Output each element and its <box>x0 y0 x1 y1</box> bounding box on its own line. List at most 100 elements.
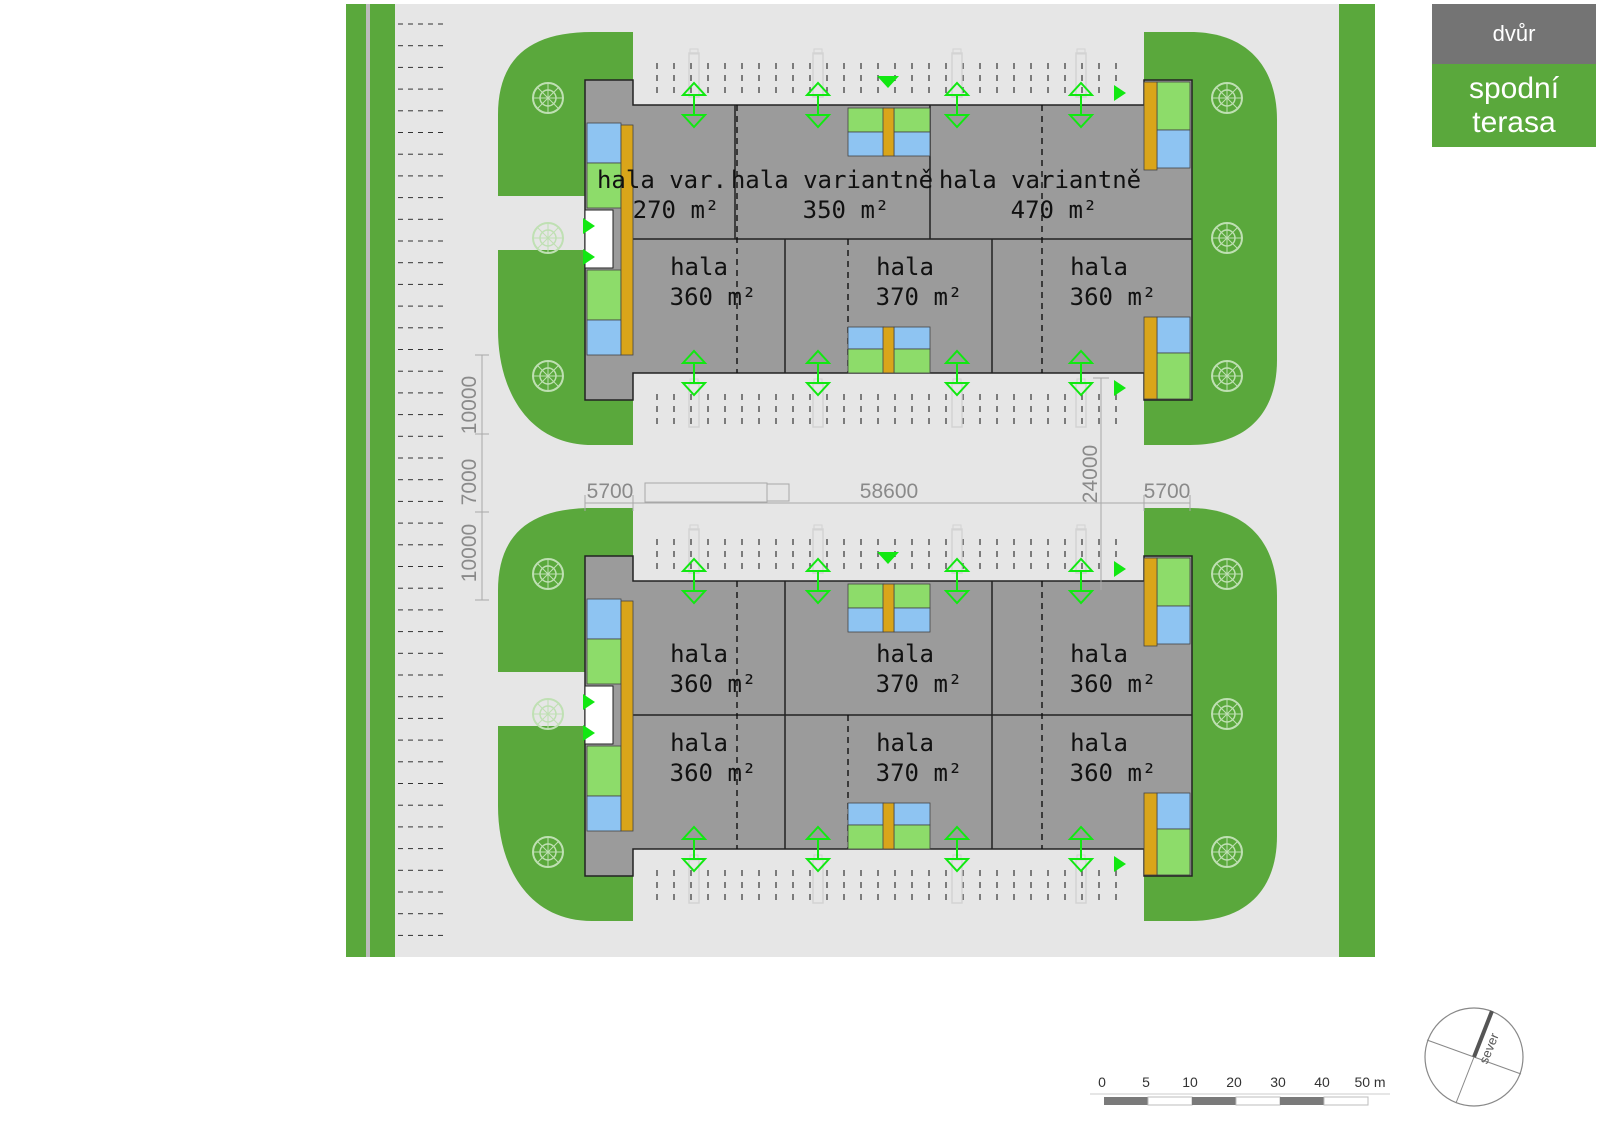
office-module <box>620 124 634 356</box>
tree-icon <box>1211 222 1243 254</box>
office-module <box>847 607 885 633</box>
office-module <box>893 607 931 633</box>
office-module <box>893 348 931 374</box>
hall-area: 360 m² <box>1070 670 1157 698</box>
office-module <box>847 326 885 350</box>
hall-area: 360 m² <box>670 283 757 311</box>
tree-icon <box>1211 558 1243 590</box>
tree-icon <box>532 222 564 254</box>
office-module <box>893 824 931 850</box>
tree-icon <box>532 360 564 392</box>
north-arrow-icon: sever <box>1424 1007 1524 1107</box>
office-module <box>1156 129 1191 169</box>
hall-area: 350 m² <box>803 196 890 224</box>
office-module <box>620 600 634 832</box>
right-green-strip <box>1339 4 1375 957</box>
hall-name: hala <box>670 729 728 757</box>
hall-name: hala <box>1070 253 1128 281</box>
scale-bar <box>1090 1093 1390 1106</box>
tree-icon <box>532 82 564 114</box>
scale-tick-3: 20 <box>1226 1074 1242 1090</box>
office-module <box>893 326 931 350</box>
dim-v-bottom: 10000 <box>458 524 481 582</box>
dim-middle: 58600 <box>860 480 918 503</box>
dim-v-top: 10000 <box>458 376 481 434</box>
hall-name: hala <box>876 729 934 757</box>
office-module <box>882 802 895 850</box>
entry-triangle-icon <box>877 76 899 88</box>
scale-tick-2: 10 <box>1182 1074 1198 1090</box>
office-module <box>586 638 622 685</box>
office-module <box>1156 557 1191 607</box>
office-module <box>893 583 931 609</box>
office-module <box>586 598 622 640</box>
scale-tick-6: 50 m <box>1354 1074 1385 1090</box>
office-module <box>1143 792 1158 876</box>
hall-name: hala <box>876 253 934 281</box>
office-module <box>1156 81 1191 131</box>
tree-icon <box>1211 360 1243 392</box>
dim-left-gap: 5700 <box>587 480 634 503</box>
hall-name: hala var. <box>597 166 727 194</box>
dim-right-gap: 5700 <box>1144 480 1191 503</box>
parking-spaces-left <box>398 23 443 936</box>
hall-area: 370 m² <box>876 283 963 311</box>
entry-triangle-icon <box>877 552 899 564</box>
hall-area: 360 m² <box>1070 759 1157 787</box>
office-module <box>586 269 622 321</box>
dim-vertical-span: 24000 <box>1079 445 1102 503</box>
hall-area: 270 m² <box>633 196 720 224</box>
hall-area: 370 m² <box>876 670 963 698</box>
legend-lower-terrace-line1: spodní <box>1468 71 1560 105</box>
hall-name: hala <box>670 640 728 668</box>
scale-tick-5: 40 <box>1314 1074 1330 1090</box>
hall-area: 360 m² <box>1070 283 1157 311</box>
hall-name: hala variantně <box>939 166 1141 194</box>
office-module <box>847 107 885 133</box>
office-module <box>586 745 622 797</box>
office-module <box>847 824 885 850</box>
hall-area: 470 m² <box>1011 196 1098 224</box>
office-module <box>847 348 885 374</box>
left-green-strip <box>346 4 395 957</box>
legend: dvůr spodní terasa <box>1432 4 1596 147</box>
office-module <box>893 131 931 157</box>
hall-name: hala <box>1070 729 1128 757</box>
office-module <box>586 122 622 164</box>
legend-lower-terrace-line2: terasa <box>1472 105 1556 139</box>
legend-yard: dvůr <box>1432 4 1596 64</box>
hall-area: 360 m² <box>670 759 757 787</box>
tree-icon <box>1211 698 1243 730</box>
hall-name: hala <box>670 253 728 281</box>
scale-tick-1: 5 <box>1142 1074 1150 1090</box>
office-module <box>1156 828 1191 876</box>
scale-tick-0: 0 <box>1098 1074 1106 1090</box>
office-module <box>847 131 885 157</box>
office-module <box>1156 316 1191 354</box>
office-module <box>882 583 895 633</box>
office-module <box>586 162 622 209</box>
tree-icon <box>532 698 564 730</box>
office-module <box>882 326 895 374</box>
office-module <box>847 802 885 826</box>
office-module <box>1143 557 1158 647</box>
hall-name: hala variantně <box>731 166 933 194</box>
hall-name: hala <box>876 640 934 668</box>
office-module <box>893 802 931 826</box>
office-module <box>893 107 931 133</box>
hall-area: 360 m² <box>670 670 757 698</box>
legend-lower-terrace: spodní terasa <box>1432 64 1596 147</box>
office-module <box>586 795 622 832</box>
office-module <box>1143 81 1158 171</box>
office-module <box>1156 352 1191 400</box>
tree-icon <box>1211 82 1243 114</box>
office-module <box>847 583 885 609</box>
office-module <box>586 319 622 356</box>
tree-icon <box>532 836 564 868</box>
office-module <box>1156 792 1191 830</box>
dimension-lines <box>475 354 1191 601</box>
hall-name: hala <box>1070 640 1128 668</box>
